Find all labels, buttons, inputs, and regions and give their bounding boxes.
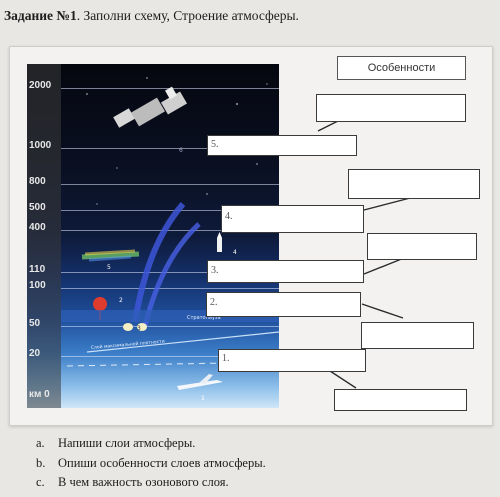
altitude-line bbox=[61, 288, 279, 289]
layer-box-label: 3. bbox=[211, 265, 219, 276]
rocket-icon bbox=[217, 232, 222, 252]
question-b: b. Опиши особенности слоев атмосферы. bbox=[36, 456, 266, 471]
altitude-line bbox=[61, 356, 279, 357]
altitude-tick: 20 bbox=[29, 348, 41, 359]
features-header: Особенности bbox=[337, 56, 466, 80]
altitude-line bbox=[61, 148, 279, 149]
layer-number: 6 bbox=[179, 147, 183, 154]
layer-box-5[interactable]: 5. bbox=[207, 135, 357, 156]
feature-box[interactable] bbox=[316, 94, 466, 122]
altitude-tick: 100 bbox=[29, 280, 46, 291]
task-number: Задание №1 bbox=[4, 8, 77, 23]
feature-box[interactable] bbox=[348, 169, 480, 199]
ozone-mark bbox=[137, 323, 147, 331]
layer-box-label: 1. bbox=[222, 353, 230, 364]
task-text: . Заполни схему, Строение атмосферы. bbox=[76, 8, 299, 23]
layer-number: 3 bbox=[137, 325, 141, 332]
question-text: Опиши особенности слоев атмосферы. bbox=[58, 456, 266, 470]
layer-number: 1 bbox=[201, 395, 205, 402]
task-title: Задание №1. Заполни схему, Строение атмо… bbox=[4, 8, 299, 24]
altitude-line bbox=[61, 210, 279, 211]
altitude-tick: 2000 bbox=[29, 80, 52, 91]
layer-box-2[interactable]: 2. bbox=[206, 292, 361, 317]
question-letter: b. bbox=[36, 456, 46, 470]
layer-box-3[interactable]: 3. bbox=[207, 260, 364, 283]
ozone-mark bbox=[123, 323, 133, 331]
question-letter: a. bbox=[36, 436, 45, 450]
question-a: a. Напиши слои атмосферы. bbox=[36, 436, 195, 451]
altitude-line bbox=[61, 272, 279, 273]
layer-number: 5 bbox=[107, 264, 111, 271]
altitude-tick: 500 bbox=[29, 202, 46, 213]
altitude-tick: км 0 bbox=[29, 389, 50, 400]
altitude-line bbox=[61, 326, 279, 327]
layer-box-1[interactable]: 1. bbox=[218, 349, 366, 372]
layer-number: 4 bbox=[233, 249, 237, 256]
altitude-tick: 800 bbox=[29, 176, 46, 187]
altitude-tick: 110 bbox=[29, 264, 46, 275]
question-letter: c. bbox=[36, 475, 45, 489]
feature-box[interactable] bbox=[334, 389, 467, 411]
layer-box-label: 2. bbox=[210, 297, 218, 308]
question-text: В чем важность озонового слоя. bbox=[58, 475, 229, 489]
altitude-tick: 50 bbox=[29, 318, 41, 329]
meteor-trail bbox=[132, 202, 186, 323]
question-text: Напиши слои атмосферы. bbox=[58, 436, 196, 450]
altitude-tick: 1000 bbox=[29, 140, 52, 151]
density-line bbox=[86, 331, 279, 353]
feature-box[interactable] bbox=[361, 322, 474, 349]
altitude-scale bbox=[27, 64, 61, 408]
question-c: c. В чем важность озонового слоя. bbox=[36, 475, 229, 490]
stars bbox=[86, 77, 268, 205]
layer-box-label: 5. bbox=[211, 139, 219, 150]
altitude-line bbox=[61, 184, 279, 185]
layer-box-4[interactable]: 4. bbox=[221, 205, 364, 233]
altitude-tick: 400 bbox=[29, 222, 46, 233]
satellite-icon bbox=[113, 86, 188, 128]
altitude-line bbox=[61, 230, 279, 231]
stratopause-label: Стратопауза bbox=[187, 315, 221, 321]
layer-number: 2 bbox=[119, 297, 123, 304]
aurora bbox=[81, 249, 140, 262]
layer-box-label: 4. bbox=[225, 211, 233, 222]
feature-box[interactable] bbox=[367, 233, 477, 260]
airplane-icon bbox=[177, 374, 223, 390]
